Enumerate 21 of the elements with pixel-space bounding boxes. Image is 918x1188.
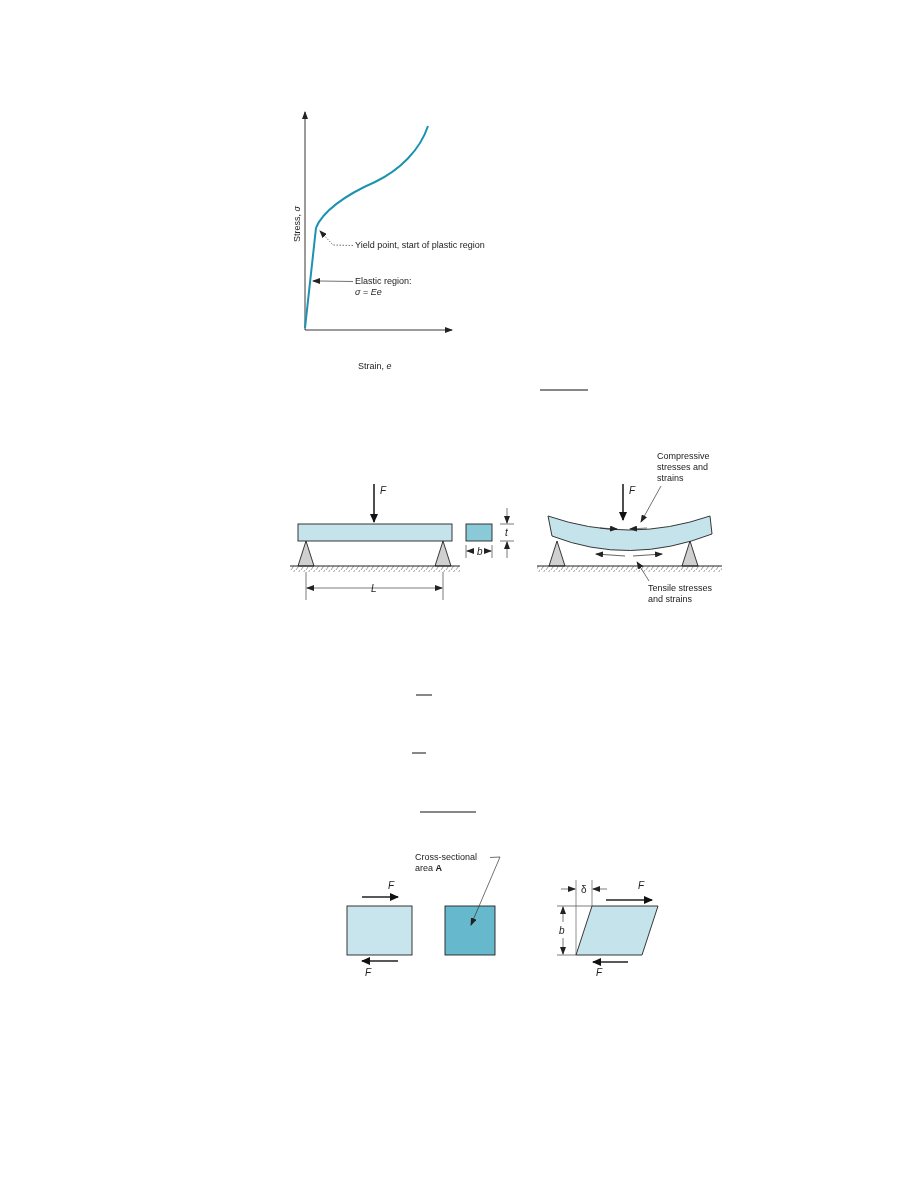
dimension-label: δ — [581, 884, 587, 895]
axis-label: Strain, e — [358, 361, 392, 372]
force-label: F — [388, 880, 395, 891]
axis-label: Stress, σ — [291, 206, 303, 242]
dimension-label: b — [477, 546, 483, 557]
dimension-label: L — [371, 583, 377, 594]
force-label: F — [629, 485, 636, 496]
callout-text: Elastic region: σ = Ee — [355, 276, 419, 298]
callout-text: Cross-sectional area A — [415, 852, 490, 874]
cross-section-drawing — [444, 905, 496, 956]
callout-text: Tensile stresses and strains — [648, 583, 718, 605]
force-label: F — [638, 880, 645, 891]
dimension-label: t — [505, 527, 508, 538]
callout-text: Compressive stresses and strains — [657, 451, 727, 484]
dimension-label: b — [559, 925, 565, 936]
force-label: F — [365, 967, 372, 978]
bent-beam-drawing — [536, 515, 723, 572]
force-label: F — [380, 485, 387, 496]
stress-strain-curve — [304, 125, 429, 329]
callout-text: Yield point, start of plastic region — [355, 240, 505, 251]
force-label: F — [596, 967, 603, 978]
